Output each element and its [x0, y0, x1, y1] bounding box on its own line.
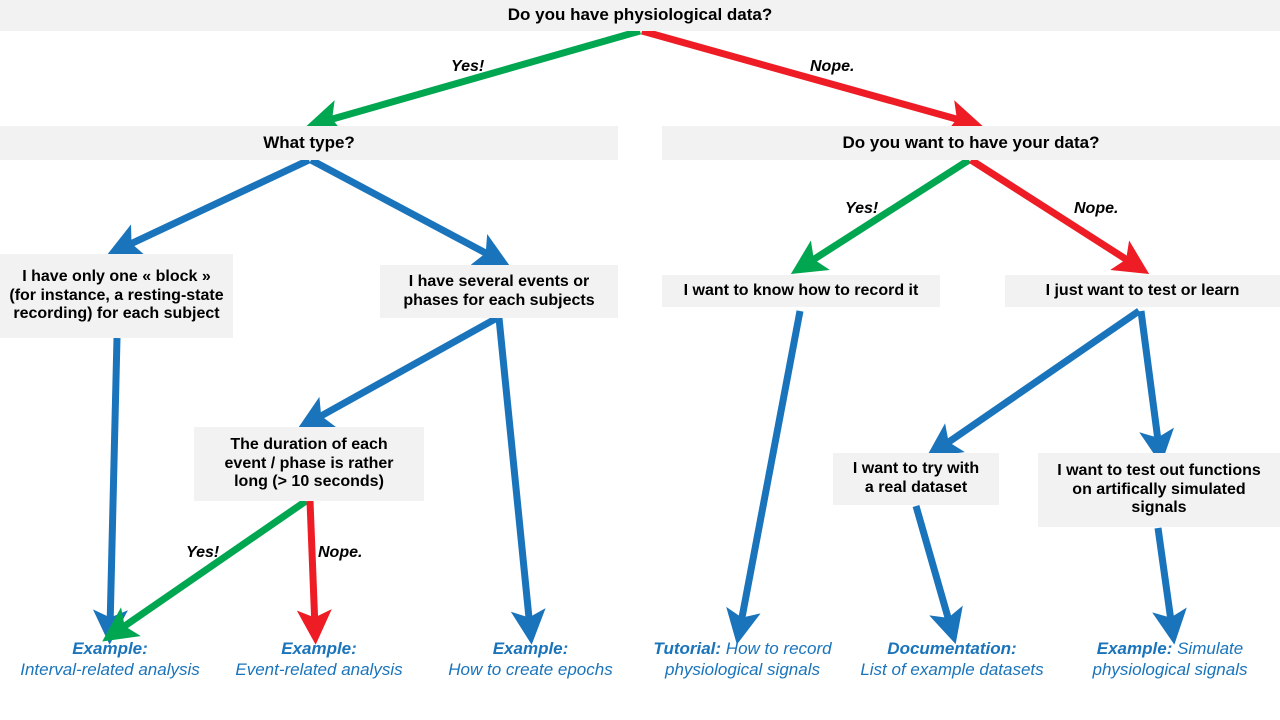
edge-label-wantdata-nope: Nope.: [1074, 200, 1119, 217]
edge-testlearn-to-realdata: [926, 308, 1141, 458]
edge-root-to-wantdata: [641, 27, 984, 134]
node-one-block[interactable]: I have only one « block » (for instance,…: [0, 254, 233, 338]
leaf-epochs-text: How to create epochs: [448, 660, 613, 680]
leaf-event-text: Event-related analysis: [235, 660, 403, 680]
node-several-line-1: I have several events or: [408, 272, 590, 290]
node-several-line-2: phases for each subjects: [403, 291, 595, 309]
node-know-how-to-record-label: I want to know how to record it: [683, 281, 919, 299]
leaf-event-related-analysis[interactable]: Example: Event-related analysis: [214, 638, 424, 681]
node-test-or-learn-label: I just want to test or learn: [1045, 281, 1240, 299]
edge-several-to-epochs: [495, 317, 546, 645]
leaf-how-to-create-epochs[interactable]: Example: How to create epochs: [428, 638, 633, 681]
node-simulated-line-1: I want to test out functions: [1057, 461, 1261, 479]
node-one-block-line-2: (for instance, a resting-state: [9, 286, 224, 304]
leaf-simulate-kind: Example:: [1096, 639, 1173, 658]
node-one-block-line-3: recording) for each subject: [13, 305, 220, 323]
node-several-events-label: I have several events or phases for each…: [386, 273, 612, 311]
edge-label-root-yes: Yes!: [451, 58, 485, 75]
node-want-your-data[interactable]: Do you want to have your data?: [662, 126, 1280, 160]
node-event-duration-label: The duration of each event / phase is ra…: [200, 436, 418, 493]
node-event-duration[interactable]: The duration of each event / phase is ra…: [194, 427, 424, 501]
edge-several-to-duration: [297, 314, 499, 430]
edge-testlearn-to-simulated: [1137, 310, 1174, 465]
node-real-dataset[interactable]: I want to try with a real dataset: [833, 453, 999, 505]
node-real-dataset-label: I want to try with a real dataset: [839, 460, 993, 498]
edge-duration-to-event: [296, 500, 332, 645]
node-root-question[interactable]: Do you have physiological data?: [0, 0, 1280, 31]
node-real-dataset-line-2: a real dataset: [864, 479, 968, 496]
edge-duration-to-interval: [102, 498, 308, 642]
leaf-tutorial-text-1: How to record: [725, 639, 832, 658]
node-one-block-label: I have only one « block » (for instance,…: [6, 268, 227, 325]
edge-whattype-to-several: [309, 156, 510, 266]
node-simulated-line-3: signals: [1131, 499, 1187, 517]
leaf-simulate-text-2: physiological signals: [1092, 660, 1248, 680]
leaf-docs-kind: Documentation:: [887, 639, 1017, 658]
leaf-tutorial-text-2: physiological signals: [665, 660, 820, 680]
leaf-simulate-text-1: Simulate: [1177, 639, 1244, 658]
edge-label-root-nope: Nope.: [810, 58, 855, 75]
node-real-dataset-line-1: I want to try with: [852, 460, 980, 478]
leaf-documentation-datasets[interactable]: Documentation: List of example datasets: [850, 638, 1054, 681]
leaf-docs-text: List of example datasets: [860, 660, 1044, 680]
leaf-example-simulate-signals[interactable]: Example: Simulate physiological signals: [1060, 638, 1280, 681]
edge-realdata-to-docs: [912, 505, 963, 645]
edge-label-duration-yes: Yes!: [186, 544, 220, 561]
node-duration-line-3: long (> 10 seconds): [234, 473, 384, 491]
edge-whattype-to-oneblock: [106, 156, 311, 257]
edge-wantdata-to-knowrecord: [790, 157, 971, 275]
leaf-epochs-kind: Example:: [492, 639, 569, 658]
node-know-how-to-record[interactable]: I want to know how to record it: [662, 275, 940, 307]
node-what-type[interactable]: What type?: [0, 126, 618, 160]
node-test-or-learn[interactable]: I just want to test or learn: [1005, 275, 1280, 307]
leaf-event-kind: Example:: [281, 639, 357, 658]
node-simulated-signals-label: I want to test out functions on artifica…: [1044, 462, 1274, 519]
leaf-tutorial-line-1: Tutorial: How to record: [653, 639, 831, 658]
node-simulated-line-2: on artifically simulated: [1072, 480, 1246, 498]
leaf-tutorial-kind: Tutorial:: [653, 639, 722, 658]
node-several-events[interactable]: I have several events or phases for each…: [380, 265, 618, 318]
edge-oneblock-to-interval: [92, 337, 128, 645]
node-want-your-data-label: Do you want to have your data?: [842, 132, 1100, 152]
node-simulated-signals[interactable]: I want to test out functions on artifica…: [1038, 453, 1280, 527]
leaf-simulate-line-1: Example: Simulate: [1097, 639, 1243, 658]
leaf-interval-related-analysis[interactable]: Example: Interval-related analysis: [0, 638, 220, 681]
leaf-interval-text: Interval-related analysis: [20, 660, 200, 680]
edge-label-duration-nope: Nope.: [318, 544, 363, 561]
leaf-interval-kind: Example:: [72, 639, 148, 658]
node-root-label: Do you have physiological data?: [507, 5, 773, 25]
node-duration-line-2: event / phase is rather: [224, 454, 394, 472]
node-what-type-label: What type?: [263, 132, 355, 152]
edge-knowrecord-to-tutorial: [726, 310, 804, 645]
node-duration-line-1: The duration of each: [230, 435, 388, 453]
edge-root-to-whattype: [305, 27, 641, 134]
edge-label-wantdata-yes: Yes!: [845, 200, 879, 217]
node-one-block-line-1: I have only one « block »: [22, 267, 211, 285]
edge-simulated-to-simulate: [1152, 527, 1187, 645]
leaf-tutorial-how-to-record[interactable]: Tutorial: How to record physiological si…: [640, 638, 845, 681]
